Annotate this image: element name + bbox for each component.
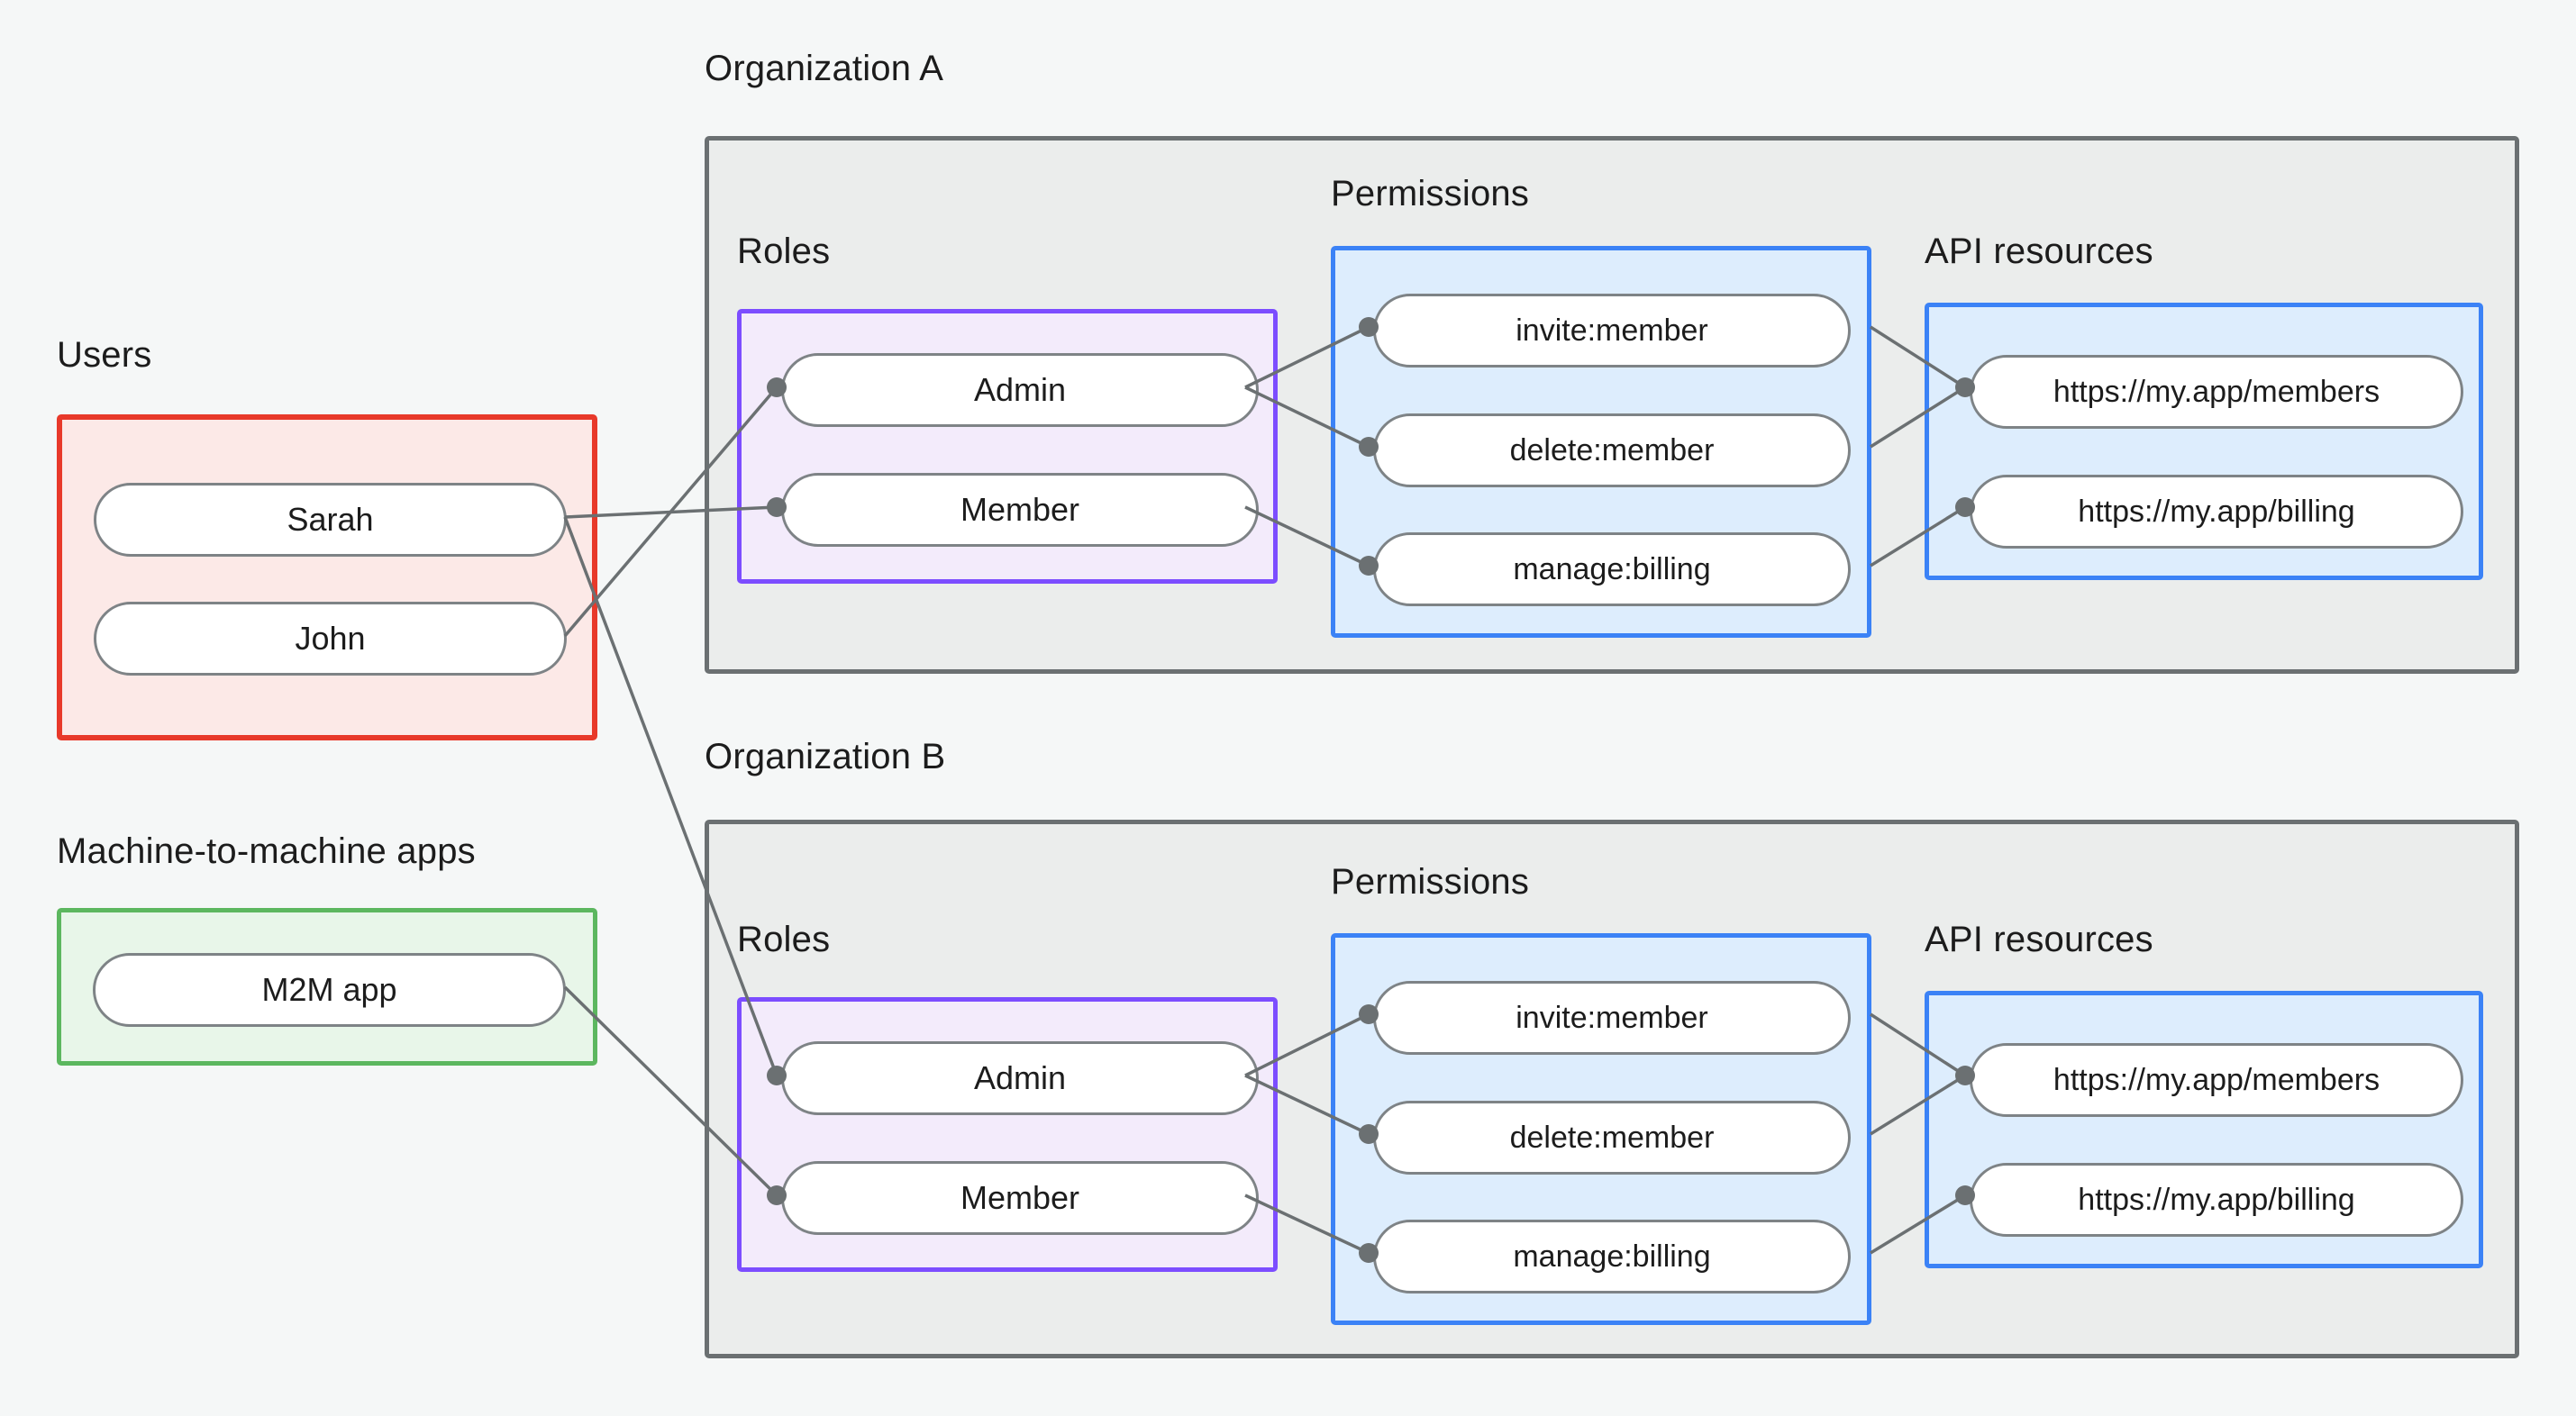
org-a-api-container: https://my.app/members https://my.app/bi… bbox=[1925, 303, 2483, 580]
org-a-roles-container: Admin Member bbox=[737, 309, 1278, 584]
org-a-label: Organization A bbox=[705, 49, 944, 88]
org-b-api-label: API resources bbox=[1925, 920, 2153, 959]
org-a-roles-label: Roles bbox=[737, 231, 831, 271]
user-node-sarah[interactable]: Sarah bbox=[94, 483, 567, 557]
org-a-permission-invite-member[interactable]: invite:member bbox=[1373, 294, 1851, 368]
org-a-role-member[interactable]: Member bbox=[781, 473, 1259, 547]
users-group-label: Users bbox=[57, 335, 152, 375]
org-b-api-resource-billing[interactable]: https://my.app/billing bbox=[1970, 1163, 2463, 1237]
org-b-api-container: https://my.app/members https://my.app/bi… bbox=[1925, 991, 2483, 1268]
org-b-label: Organization B bbox=[705, 737, 946, 776]
org-a-api-resource-members[interactable]: https://my.app/members bbox=[1970, 355, 2463, 429]
org-a-role-admin[interactable]: Admin bbox=[781, 353, 1259, 427]
m2m-container: M2M app bbox=[57, 908, 597, 1066]
org-b-permissions-container: invite:member delete:member manage:billi… bbox=[1331, 933, 1871, 1325]
org-b-roles-label: Roles bbox=[737, 920, 831, 959]
m2m-group-label: Machine-to-machine apps bbox=[57, 831, 476, 871]
org-b-permission-manage-billing[interactable]: manage:billing bbox=[1373, 1220, 1851, 1293]
users-container: Sarah John bbox=[57, 414, 597, 740]
org-b-permissions-label: Permissions bbox=[1331, 862, 1530, 902]
org-b-permission-delete-member[interactable]: delete:member bbox=[1373, 1101, 1851, 1175]
org-a-permissions-container: invite:member delete:member manage:billi… bbox=[1331, 246, 1871, 638]
org-a-permission-manage-billing[interactable]: manage:billing bbox=[1373, 532, 1851, 606]
org-b-role-member[interactable]: Member bbox=[781, 1161, 1259, 1235]
org-a-api-label: API resources bbox=[1925, 231, 2153, 271]
org-b-role-admin[interactable]: Admin bbox=[781, 1041, 1259, 1115]
org-b-roles-container: Admin Member bbox=[737, 997, 1278, 1272]
org-a-permission-delete-member[interactable]: delete:member bbox=[1373, 413, 1851, 487]
org-b-api-resource-members[interactable]: https://my.app/members bbox=[1970, 1043, 2463, 1117]
org-b-permission-invite-member[interactable]: invite:member bbox=[1373, 981, 1851, 1055]
org-a-permissions-label: Permissions bbox=[1331, 174, 1530, 213]
m2m-node-app[interactable]: M2M app bbox=[93, 953, 566, 1027]
user-node-john[interactable]: John bbox=[94, 602, 567, 676]
org-a-api-resource-billing[interactable]: https://my.app/billing bbox=[1970, 475, 2463, 549]
